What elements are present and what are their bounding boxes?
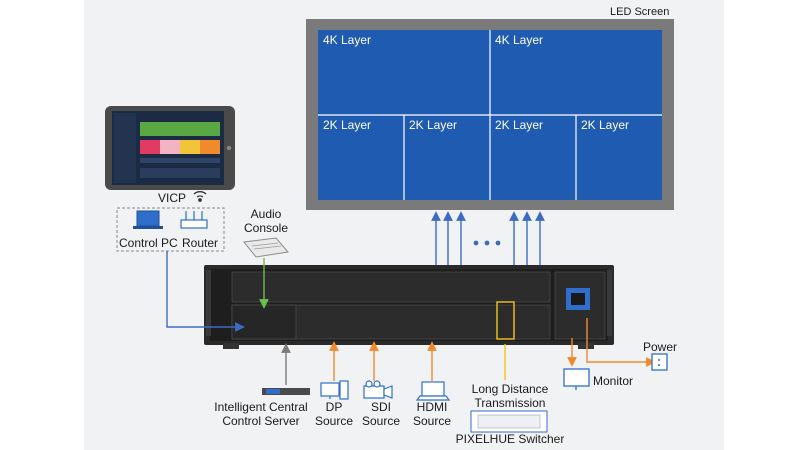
led-screen-title: LED Screen — [610, 6, 670, 18]
audio-console-icon — [243, 237, 289, 258]
dp-source-label: DP Source — [312, 400, 356, 428]
long-distance-line2: Transmission — [474, 396, 546, 410]
vicp-cable — [166, 251, 245, 332]
layer-label-2k-1: 2K Layer — [323, 118, 372, 132]
sdi-source-line2: Source — [361, 414, 401, 428]
router-icon — [180, 211, 208, 229]
hdmi-source-icon — [415, 381, 451, 401]
control-pc-label: Control PC — [119, 236, 178, 250]
layer-label-2k-4: 2K Layer — [581, 118, 630, 132]
control-pc-icon — [133, 210, 163, 229]
pixelhue-switcher-label: PIXELHUE Switcher — [455, 432, 565, 446]
hdmi-source-line1: HDMI — [416, 400, 448, 414]
sdi-source-label: SDI Source — [359, 400, 403, 428]
audio-console-label: Audio Console — [236, 207, 296, 235]
long-distance-line1: Long Distance — [471, 382, 549, 396]
monitor-label: Monitor — [593, 374, 634, 388]
output-arrows — [431, 211, 545, 266]
audio-console-line1: Audio — [250, 207, 282, 221]
layer-label-2k-3: 2K Layer — [495, 118, 544, 132]
dp-source-line2: Source — [314, 414, 354, 428]
power-inlet-icon — [566, 288, 590, 310]
led-screen — [306, 19, 674, 210]
layer-label-4k-1: 4K Layer — [323, 33, 372, 47]
wifi-icon — [193, 191, 207, 202]
fiber-port-highlight — [496, 301, 515, 340]
dp-source-line1: DP — [325, 400, 343, 414]
power-outlet-icon — [651, 353, 668, 371]
hdmi-source-line2: Source — [412, 414, 452, 428]
processor-chassis — [204, 265, 614, 349]
dp-source-icon — [320, 380, 349, 400]
audio-console-line2: Console — [243, 221, 289, 235]
pixelhue-switcher-icon — [470, 410, 548, 433]
sdi-source-icon — [363, 380, 393, 399]
vicp-label: VICP — [158, 191, 187, 205]
sdi-source-line1: SDI — [370, 400, 391, 414]
layer-label-2k-2: 2K Layer — [409, 118, 458, 132]
power-cable — [586, 318, 656, 367]
long-distance-label: Long Distance Transmission — [460, 382, 560, 410]
central-server-line2: Control Server — [222, 414, 300, 428]
hdmi-source-label: HDMI Source — [410, 400, 454, 428]
layer-label-4k-2: 4K Layer — [495, 33, 544, 47]
central-server-label: Intelligent Central Control Server — [206, 400, 316, 428]
monitor-icon — [563, 368, 590, 390]
central-server-line1: Intelligent Central — [214, 400, 308, 414]
central-server-icon — [262, 388, 310, 395]
router-label: Router — [182, 236, 219, 250]
tablet-vicp — [105, 106, 235, 190]
power-label: Power — [643, 340, 678, 354]
